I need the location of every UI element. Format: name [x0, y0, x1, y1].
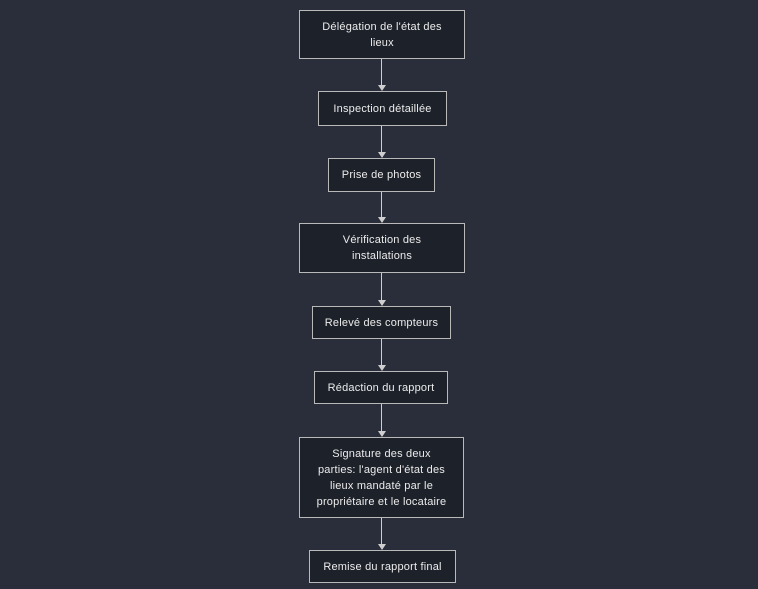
arrow-line — [381, 126, 382, 152]
arrowhead-down-icon — [377, 300, 386, 306]
arrowhead-down-icon — [377, 431, 386, 437]
arrow-line — [381, 339, 382, 365]
arrow-inspection-to-photos — [377, 126, 386, 158]
arrow-line — [381, 518, 382, 544]
arrow-redaction-to-signature — [377, 404, 386, 437]
node-remise-du-rapport-final: Remise du rapport final — [309, 550, 456, 583]
arrow-photos-to-verification — [377, 192, 386, 223]
node-releve-des-compteurs: Relevé des compteurs — [312, 306, 451, 339]
arrow-line — [381, 273, 382, 300]
arrow-line — [381, 59, 382, 85]
node-verification-installations: Vérification des installations — [299, 223, 465, 273]
arrowhead-down-icon — [377, 85, 386, 91]
arrow-line — [381, 404, 382, 431]
node-signature-des-deux-parties: Signature des deux parties: l'agent d'ét… — [299, 437, 464, 518]
arrow-line — [381, 192, 382, 217]
node-redaction-du-rapport: Rédaction du rapport — [314, 371, 448, 404]
node-delegation-etat-des-lieux: Délégation de l'état des lieux — [299, 10, 465, 59]
arrow-delegation-to-inspection — [377, 59, 386, 91]
arrow-releve-to-redaction — [377, 339, 386, 371]
node-prise-de-photos: Prise de photos — [328, 158, 435, 192]
arrowhead-down-icon — [377, 152, 386, 158]
arrowhead-down-icon — [377, 217, 386, 223]
arrowhead-down-icon — [377, 544, 386, 550]
arrow-verification-to-releve — [377, 273, 386, 306]
node-inspection-detaillee: Inspection détaillée — [318, 91, 447, 126]
arrowhead-down-icon — [377, 365, 386, 371]
arrow-signature-to-remise — [377, 518, 386, 550]
